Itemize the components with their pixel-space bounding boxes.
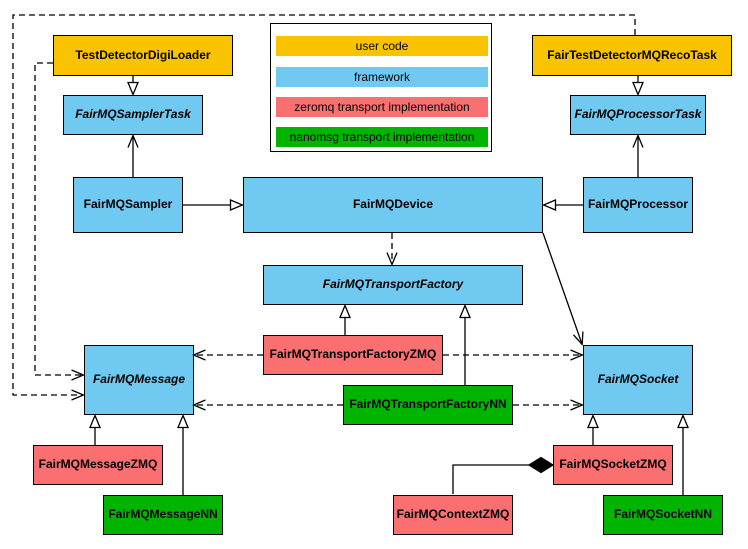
class-box-fairmqsocketzmq: FairMQSocketZMQ (553, 445, 673, 485)
legend-item-nanomsg: nanomsg transport implementation (276, 127, 488, 147)
class-box-testdetectordigiloader: TestDetectorDigiLoader (53, 35, 233, 76)
class-box-fairmqdevice: FairMQDevice (243, 177, 543, 233)
edge-socketzmq-to-contextzmq (452, 464, 529, 494)
class-box-fairmqprocessortask: FairMQProcessorTask (570, 95, 706, 135)
composition-diamond (527, 456, 555, 474)
class-box-fairmqsocketnn: FairMQSocketNN (603, 495, 723, 535)
class-box-fairmqcontextzmq: FairMQContextZMQ (393, 495, 513, 535)
class-box-fairmqmessage: FairMQMessage (84, 345, 194, 415)
class-box-fairmqtransportfactory: FairMQTransportFactory (263, 265, 523, 305)
class-box-fairmqsocket: FairMQSocket (583, 345, 693, 415)
legend-item-zeromq: zeromq transport implementation (276, 97, 488, 117)
class-box-fairtestdetectormqrecotask: FairTestDetectorMQRecoTask (532, 35, 732, 76)
legend-item-framework: framework (276, 67, 488, 87)
legend-item-user-code: user code (276, 36, 488, 56)
class-box-fairmqmessagezmq: FairMQMessageZMQ (33, 445, 163, 485)
class-box-fairmqmessagenn: FairMQMessageNN (103, 495, 223, 535)
legend: user code framework zeromq transport imp… (270, 23, 492, 152)
edge-device-to-socket (542, 232, 582, 344)
class-box-fairmqtransportfactorynn: FairMQTransportFactoryNN (343, 385, 513, 425)
class-box-fairmqtransportfactoryzmq: FairMQTransportFactoryZMQ (263, 335, 443, 375)
class-box-fairmqprocessor: FairMQProcessor (583, 177, 693, 233)
class-box-fairmqsampler: FairMQSampler (73, 177, 183, 233)
class-box-fairmqsamplertask: FairMQSamplerTask (63, 95, 203, 135)
